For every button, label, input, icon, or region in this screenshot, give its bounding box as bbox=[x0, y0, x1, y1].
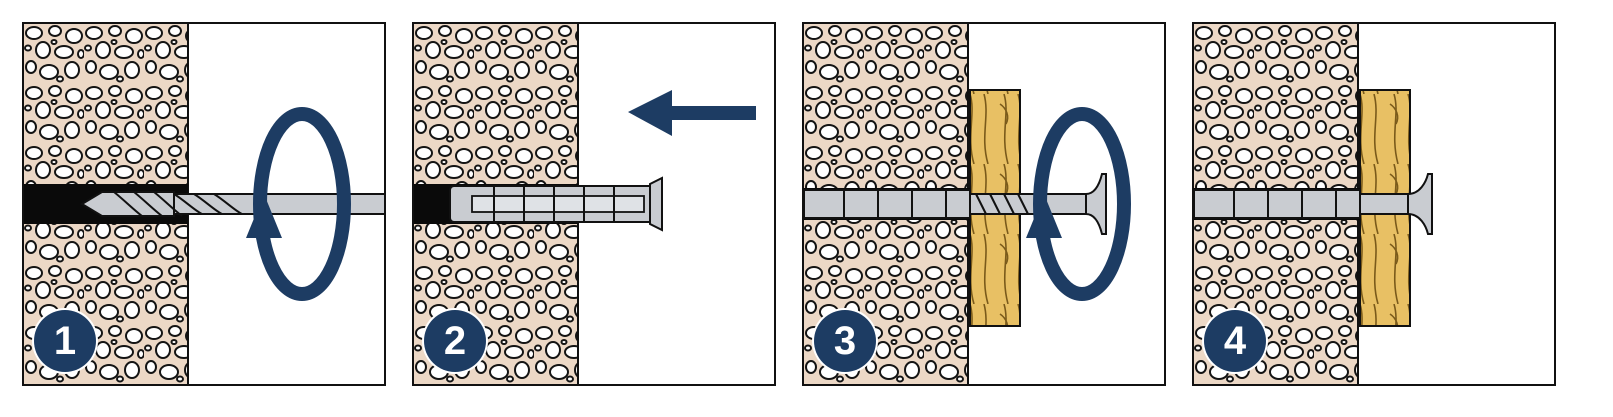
rotation-arrow-icon bbox=[1026, 107, 1131, 301]
wall-plug-icon bbox=[1194, 189, 1361, 219]
rotation-arrow-icon bbox=[246, 107, 351, 301]
step-3-panel: 3 bbox=[802, 22, 1166, 386]
insert-arrow-icon bbox=[628, 90, 756, 136]
step-number-badge: 4 bbox=[1204, 310, 1266, 372]
step-number-badge: 1 bbox=[34, 310, 96, 372]
step-4-panel: 4 bbox=[1192, 22, 1556, 386]
step-number-badge: 3 bbox=[814, 310, 876, 372]
step-2-panel: 2 bbox=[412, 22, 776, 386]
wall-plug-icon bbox=[804, 189, 971, 219]
step-1-panel: 1 bbox=[22, 22, 386, 386]
drill-bit-icon bbox=[80, 191, 384, 217]
wall-plug-icon bbox=[449, 176, 663, 232]
screw-icon bbox=[1359, 173, 1433, 235]
step-number-badge: 2 bbox=[424, 310, 486, 372]
screw-icon bbox=[969, 173, 1107, 235]
